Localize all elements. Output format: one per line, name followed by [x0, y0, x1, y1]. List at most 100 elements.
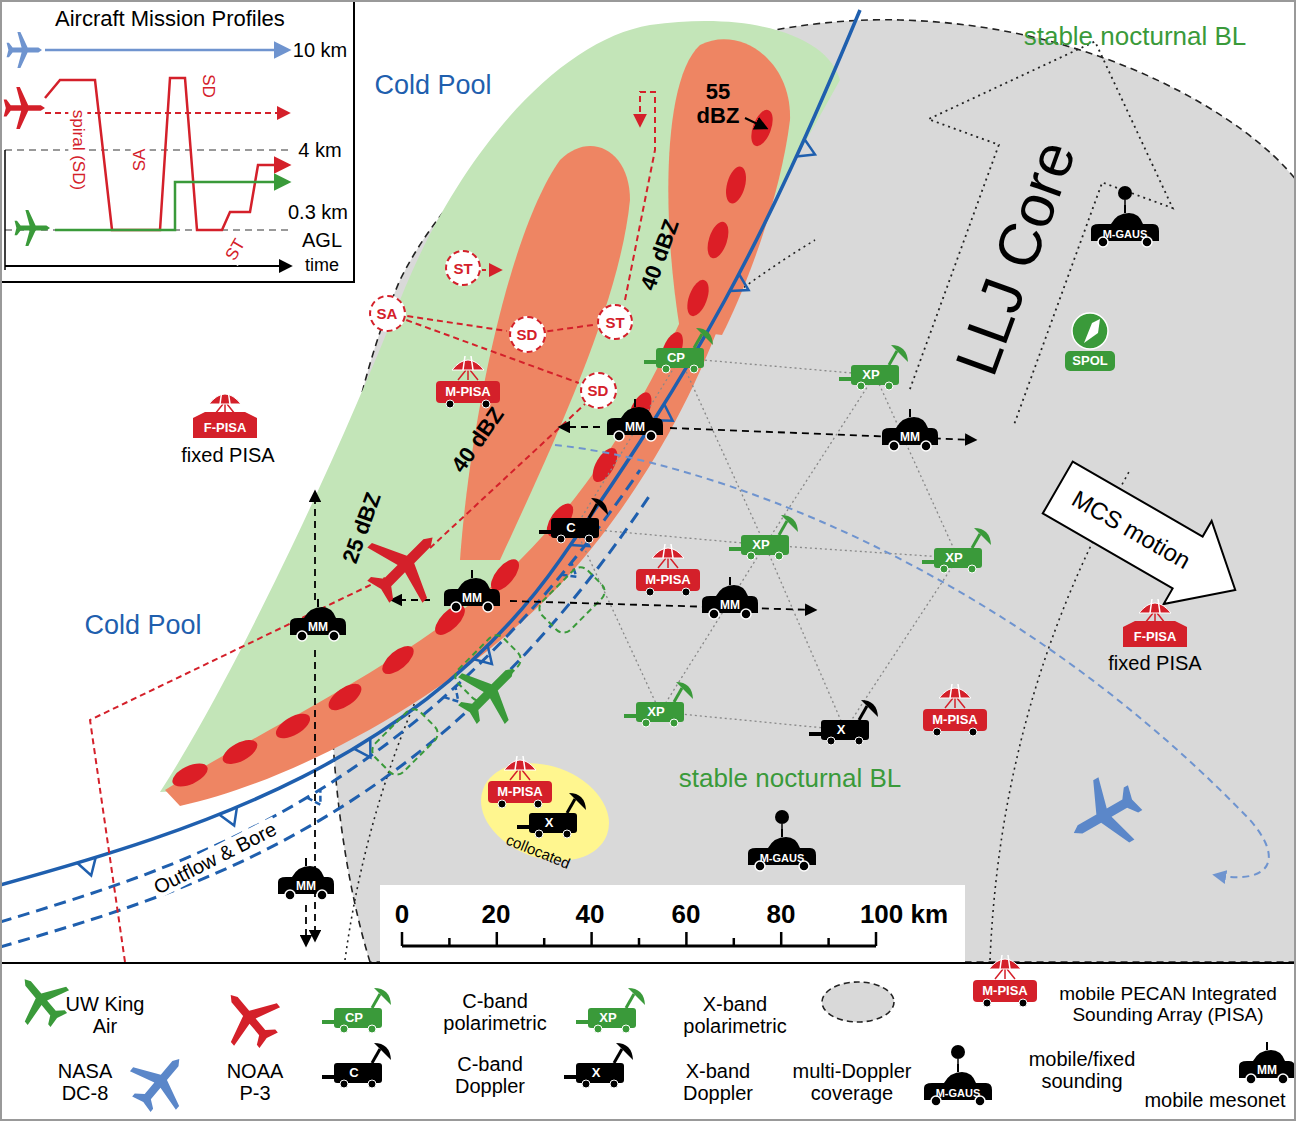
- convective-cell: [430, 600, 470, 640]
- convective-cell: [272, 709, 314, 744]
- mesonet-car: [278, 858, 334, 900]
- icon-label: MM: [1257, 1064, 1277, 1077]
- front-barb: [474, 646, 492, 664]
- dc8-track: [555, 445, 1269, 877]
- network-line: [875, 375, 958, 558]
- llj-arrow: [910, 41, 1173, 426]
- region-label: Cold Pool: [374, 71, 491, 101]
- radar-truck: [564, 1043, 633, 1088]
- maneuver-code: SA: [377, 305, 398, 322]
- mesonet-car: [702, 577, 758, 619]
- racetrack-pattern: [368, 705, 442, 779]
- icon-label: M-GAUS: [1103, 228, 1148, 240]
- icon-label: MM: [308, 621, 328, 634]
- mobile-pisa: [636, 544, 700, 596]
- axis-label: time: [305, 256, 339, 276]
- sounding-vehicle: [748, 810, 816, 871]
- mesonet-car: [1239, 1042, 1295, 1084]
- dc8-aircraft: [1056, 766, 1153, 864]
- front-barb: [796, 139, 815, 156]
- reflectivity-label: 55 dBZ: [692, 80, 744, 128]
- king-air-aircraft: [444, 645, 537, 738]
- icon-label: CP: [345, 1011, 363, 1025]
- icon-label: CP: [667, 351, 685, 365]
- legend-text: NOAA P-3: [219, 1060, 291, 1104]
- icon-label: XP: [752, 538, 769, 552]
- maneuver-circle: ST: [445, 250, 481, 286]
- icon-label: X: [592, 1066, 601, 1080]
- mesonet-transect: [560, 426, 600, 428]
- convective-cell: [169, 759, 211, 791]
- mesonet-car: [290, 599, 346, 641]
- network-line: [680, 358, 875, 375]
- mesonet-car: [882, 409, 938, 451]
- icon-label: XP: [647, 705, 664, 719]
- mesonet-transect: [305, 905, 307, 945]
- icon-label: MM: [625, 421, 645, 434]
- network-line: [575, 358, 680, 528]
- network-line: [765, 545, 845, 730]
- scale-label: 80: [767, 900, 796, 929]
- king-air-icon: [15, 210, 50, 246]
- collocated-highlight: [467, 746, 623, 878]
- icon-label: MM: [720, 599, 740, 612]
- icon-label: XP: [945, 551, 962, 565]
- icon-label: M-GAUS: [936, 1087, 981, 1099]
- scale-tick: [590, 932, 593, 946]
- maneuver-circle: ST: [597, 304, 633, 340]
- network-line: [680, 358, 765, 545]
- maneuver-circle: SD: [509, 316, 546, 353]
- scale-label: 60: [672, 900, 701, 929]
- radar-truck: [624, 682, 693, 727]
- radar-truck: [922, 528, 991, 573]
- convective-cell: [747, 107, 777, 149]
- scale-background: [380, 885, 965, 963]
- network-line: [765, 375, 875, 545]
- outflow-line: [0, 470, 640, 922]
- king-air-profile: [55, 182, 288, 230]
- legend-coverage-sample: [822, 982, 894, 1022]
- icon-label: SPOL: [1072, 354, 1107, 368]
- mobile-pisa: [973, 955, 1037, 1007]
- altitude-label: 4 km: [298, 139, 341, 161]
- mobile-pisa: [436, 356, 500, 408]
- flight-leg: [547, 325, 595, 332]
- scale-tick: [780, 932, 783, 946]
- legend-text: X-band polarimetric: [670, 993, 800, 1037]
- icon-label: M-PISA: [932, 713, 978, 727]
- front-barb: [219, 807, 237, 825]
- icon-label: C: [349, 1066, 358, 1080]
- scale-label: 0: [395, 900, 409, 929]
- altitude-label: AGL: [302, 229, 342, 251]
- racetrack-pattern: [535, 563, 609, 637]
- mesonet-car: [607, 399, 663, 441]
- fixed-pisa: [1123, 599, 1187, 647]
- icon-label: F-PISA: [1134, 630, 1177, 644]
- mesonet-transect: [510, 601, 815, 610]
- icon-label: M-PISA: [982, 984, 1028, 998]
- sounding-vehicle: [924, 1045, 992, 1106]
- scale-label: 20: [482, 900, 511, 929]
- radar-truck: [729, 515, 798, 560]
- spol-radar: [1065, 313, 1115, 371]
- network-line: [575, 528, 660, 712]
- icon-label: MM: [296, 880, 316, 893]
- scale-tick: [496, 932, 499, 946]
- legend-text: C-band Doppler: [435, 1053, 545, 1097]
- time-axis: [5, 265, 290, 267]
- legend-text: multi-Doppler coverage: [782, 1060, 922, 1104]
- dc8-icon: [7, 32, 42, 68]
- radar-truck: [809, 700, 878, 745]
- region-label: stable nocturnal BL: [679, 764, 902, 793]
- convective-cell: [722, 164, 749, 205]
- p3-track: [482, 269, 500, 271]
- maneuver-code: ST: [453, 260, 472, 277]
- convective-cell: [219, 735, 261, 769]
- motion-arrow: [1034, 446, 1260, 632]
- radar-truck: [322, 1043, 391, 1088]
- maneuver-label: SD: [199, 72, 218, 100]
- front-barb: [354, 739, 371, 758]
- network-line: [575, 528, 765, 545]
- icon-label: M-PISA: [497, 785, 543, 799]
